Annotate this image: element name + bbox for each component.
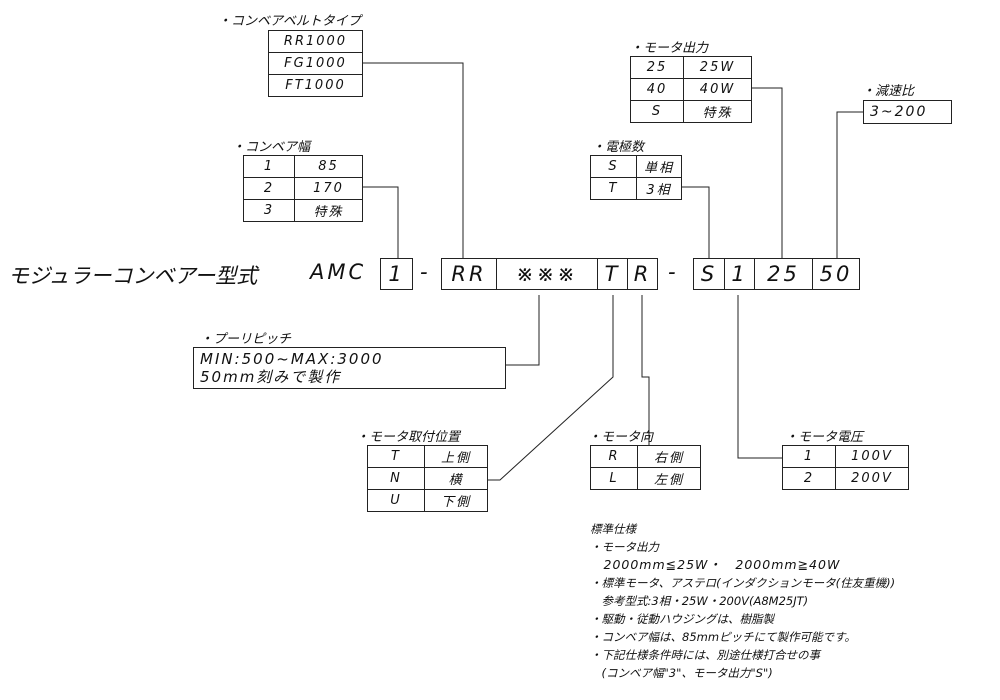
- motor-position-code: U: [367, 489, 425, 512]
- motor-output-desc: 25W: [683, 56, 752, 79]
- model-dash: -: [668, 260, 676, 284]
- motor-direction-title: ・モータ向: [588, 430, 654, 445]
- poles-desc: 単相: [636, 155, 682, 178]
- pole-code-box: S: [693, 258, 725, 290]
- direction-code-box: R: [627, 258, 658, 290]
- belt-type-cell: FT1000: [268, 74, 363, 97]
- output-code-box: 25: [754, 258, 813, 290]
- pulley-pitch-box: MIN:500~MAX:3000 50mm刻みで製作: [193, 347, 506, 389]
- motor-voltage-desc: 100V: [835, 445, 909, 468]
- standard-spec-notes: 標準仕様 ・モータ出力 2000mm≦25W・ 2000mm≧40W ・標準モー…: [590, 520, 895, 682]
- model-label: モジュラーコンベアー型式: [8, 264, 258, 288]
- motor-output-code: 40: [630, 78, 684, 101]
- belt-type-table: RR1000 FG1000 FT1000: [268, 30, 363, 97]
- pulley-pitch-step: 50mm刻みで製作: [200, 368, 342, 386]
- conveyor-width-desc: 特殊: [294, 199, 363, 222]
- motor-position-desc: 上側: [424, 445, 488, 468]
- connector-motor-position: [488, 295, 614, 481]
- conveyor-width-desc: 85: [294, 155, 363, 178]
- ratio-code-box: 50: [812, 258, 860, 290]
- belt-type-title: ・コンベアベルトタイプ: [218, 14, 361, 29]
- motor-voltage-title: ・モータ電圧: [785, 430, 864, 445]
- notes-line: ・標準モータ、アステロ(インダクションモータ(住友重機)): [590, 576, 896, 590]
- notes-line: 2000mm≦25W・ 2000mm≧40W: [590, 557, 841, 572]
- notes-line: 参考型式:3相・25W・200V(A8M25JT): [590, 594, 809, 608]
- notes-heading: 標準仕様: [590, 522, 636, 536]
- conveyor-width-code: 2: [243, 177, 295, 200]
- reduction-ratio-value: 3~200: [863, 100, 952, 124]
- connector-belt-type: [363, 62, 464, 258]
- notes-line: ・駆動・従動ハウジングは、樹脂製: [590, 612, 774, 626]
- belt-type-cell: FG1000: [268, 52, 363, 75]
- position-code-box: T: [597, 258, 628, 290]
- motor-position-title: ・モータ取付位置: [356, 430, 461, 445]
- motor-output-code: S: [630, 100, 684, 123]
- motor-output-desc: 40W: [683, 78, 752, 101]
- conveyor-width-code: 1: [243, 155, 295, 178]
- voltage-code-box: 1: [724, 258, 755, 290]
- motor-output-desc: 特殊: [683, 100, 752, 123]
- motor-voltage-desc: 200V: [835, 467, 909, 490]
- motor-direction-desc: 右側: [637, 445, 701, 468]
- notes-line: ・コンベア幅は、85mmピッチにて製作可能です。: [590, 630, 856, 644]
- pitch-code-box: ※※※: [496, 258, 598, 290]
- motor-direction-desc: 左側: [637, 467, 701, 490]
- connector-pulley-pitch: [506, 295, 540, 366]
- model-dash: -: [420, 260, 428, 284]
- motor-direction-code: L: [590, 467, 638, 490]
- poles-title: ・電極数: [592, 140, 645, 155]
- connector-reduction-ratio: [836, 111, 863, 258]
- poles-code: S: [590, 155, 637, 178]
- motor-position-code: N: [367, 467, 425, 490]
- connector-motor-output: [752, 87, 783, 258]
- motor-direction-code: R: [590, 445, 638, 468]
- conveyor-width-title: ・コンベア幅: [232, 140, 311, 155]
- poles-code: T: [590, 177, 637, 200]
- connector-conveyor-width: [363, 186, 399, 258]
- belt-code-box: RR: [441, 258, 497, 290]
- notes-line: ・モータ出力: [590, 540, 659, 554]
- motor-voltage-code: 1: [782, 445, 836, 468]
- conveyor-width-desc: 170: [294, 177, 363, 200]
- motor-output-code: 25: [630, 56, 684, 79]
- poles-desc: 3相: [636, 177, 682, 200]
- width-code-box: 1: [380, 258, 413, 290]
- motor-position-code: T: [367, 445, 425, 468]
- motor-voltage-code: 2: [782, 467, 836, 490]
- belt-type-cell: RR1000: [268, 30, 363, 53]
- motor-position-desc: 下側: [424, 489, 488, 512]
- motor-output-title: ・モータ出力: [630, 41, 709, 56]
- conveyor-width-code: 3: [243, 199, 295, 222]
- connector-poles: [682, 186, 710, 258]
- connector-motor-direction: [641, 295, 650, 445]
- reduction-ratio-title: ・減速比: [862, 84, 915, 99]
- connector-motor-voltage: [737, 295, 782, 459]
- model-prefix: AMC: [310, 260, 367, 284]
- motor-position-desc: 横: [424, 467, 488, 490]
- pulley-pitch-range: MIN:500~MAX:3000: [200, 350, 384, 368]
- notes-line: ・下記仕様条件時には、別途仕様打合せの事: [590, 648, 820, 662]
- pulley-pitch-title: ・プーリピッチ: [200, 332, 292, 347]
- notes-line: (コンベア幅"3"、モータ出力"S"): [590, 666, 773, 680]
